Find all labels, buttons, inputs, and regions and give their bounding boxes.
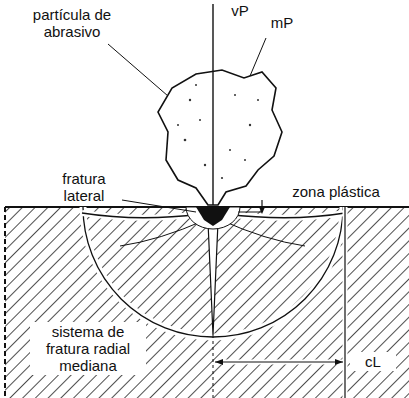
label: sistema de fratura radial mediana bbox=[30, 322, 146, 375]
workpiece bbox=[5, 207, 409, 398]
label: partícula de abrasivo bbox=[18, 6, 126, 40]
median-crack bbox=[208, 222, 218, 335]
label: mP bbox=[262, 14, 302, 31]
velocity-axis bbox=[212, 4, 213, 205]
radial-zone-ground bbox=[83, 207, 343, 337]
dimension-line bbox=[344, 207, 345, 398]
leader-line bbox=[122, 200, 196, 212]
lateral-crack bbox=[82, 213, 200, 218]
section-edge bbox=[4, 207, 6, 398]
particle-texture bbox=[177, 84, 259, 179]
dimension-line bbox=[215, 361, 343, 362]
lateral-crack bbox=[226, 213, 345, 218]
plastic-zone bbox=[196, 207, 230, 226]
label: vP bbox=[220, 2, 260, 19]
plastic-zone-outline bbox=[186, 207, 240, 229]
lateral-crack bbox=[120, 220, 205, 246]
leader-line bbox=[108, 44, 168, 96]
radial-fracture bbox=[83, 207, 343, 337]
label: fratura lateral bbox=[44, 170, 124, 204]
abrasive-particle bbox=[158, 70, 282, 205]
lateral-crack bbox=[221, 220, 305, 246]
label: cL bbox=[350, 352, 396, 371]
leader-line bbox=[250, 38, 266, 76]
label: zona plástica bbox=[266, 183, 406, 200]
